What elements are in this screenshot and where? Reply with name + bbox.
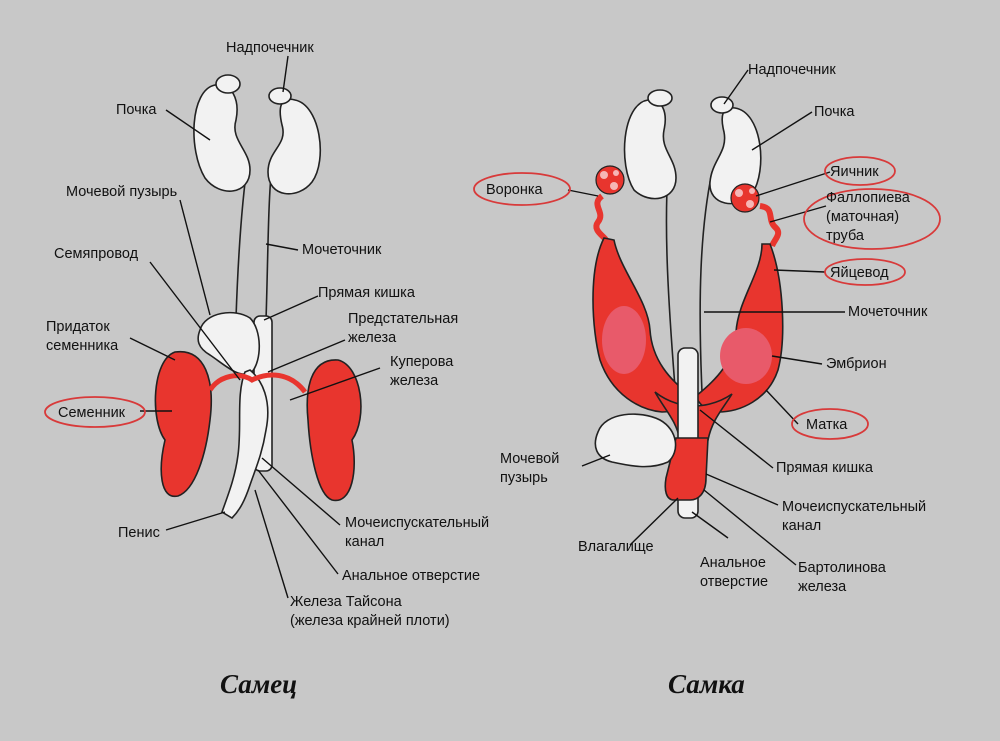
label-male-ureter: Мочеточник	[302, 242, 382, 258]
female-vagina	[664, 437, 709, 501]
label-male-tyson-2: (железа крайней плоти)	[290, 613, 450, 629]
label-female-anus-1: Анальное	[700, 555, 766, 571]
highlight-ring-oviduct	[824, 258, 906, 286]
label-female-urethra-2: канал	[782, 518, 821, 534]
label-male-penis: Пенис	[118, 525, 160, 541]
label-female-bladder-1: Мочевой	[500, 451, 559, 467]
male-kidney-left	[193, 84, 251, 192]
label-female-uterus: Матка	[806, 417, 848, 433]
caption-female: Самка	[668, 669, 745, 699]
label-female-kidney: Почка	[814, 104, 855, 120]
female-uterus-horn-right	[695, 243, 784, 413]
label-male-prostate-2: железа	[348, 330, 397, 346]
highlight-ring-infundibulum	[473, 172, 571, 206]
label-male-epididymis-1: Придаток	[46, 319, 110, 335]
male-adrenal-right	[268, 87, 292, 105]
male-testis-left	[154, 350, 213, 497]
label-male-urethra-1: Мочеиспускательный	[345, 515, 489, 531]
male-figure	[154, 74, 362, 520]
female-kidney-left	[623, 99, 677, 200]
male-leaders	[129, 55, 381, 599]
male-kidney-right	[267, 98, 322, 195]
female-oviduct-right	[759, 203, 782, 248]
label-male-cowper-2: железа	[390, 373, 439, 389]
highlight-ring-testis	[44, 396, 146, 428]
female-figure	[592, 89, 784, 519]
label-female-fallopian-1: Фаллопиева	[826, 190, 911, 206]
female-leaders	[567, 69, 845, 566]
female-oviduct-left	[593, 193, 609, 242]
label-female-infundibulum: Воронка	[486, 182, 544, 198]
male-vas-deferens	[207, 372, 307, 394]
label-female-ovary: Яичник	[830, 164, 879, 180]
label-female-adrenal: Надпочечник	[748, 62, 836, 78]
label-female-oviduct: Яйцевод	[830, 265, 889, 281]
male-testis-right	[306, 359, 362, 502]
female-kidney-right	[709, 107, 762, 205]
female-bladder	[594, 413, 677, 468]
male-penis	[221, 369, 269, 520]
label-male-anus: Анальное отверстие	[342, 568, 480, 584]
label-female-vagina: Влагалище	[578, 539, 654, 555]
female-ovary-left	[595, 165, 625, 195]
highlight-ring-fallopian	[803, 188, 941, 250]
label-male-bladder: Мочевой пузырь	[66, 184, 177, 200]
label-male-prostate-1: Предстательная	[348, 311, 458, 327]
label-male-testis: Семенник	[58, 405, 126, 421]
highlight-ring-ovary	[824, 156, 896, 186]
label-female-bladder-2: пузырь	[500, 470, 548, 486]
caption-male: Самец	[220, 669, 297, 699]
label-female-ureter: Мочеточник	[848, 304, 928, 320]
male-ureter-right	[265, 164, 273, 321]
female-ureter-right	[699, 171, 713, 393]
highlight-ring-uterus	[791, 408, 869, 440]
female-embryo-left	[602, 306, 646, 374]
label-female-fallopian-3: труба	[826, 228, 865, 244]
label-female-urethra-1: Мочеиспускательный	[782, 499, 926, 515]
label-male-cowper-1: Куперова	[390, 354, 454, 370]
label-male-rectum: Прямая кишка	[318, 285, 416, 301]
label-female-fallopian-2: (маточная)	[826, 209, 899, 225]
female-embryo-right	[720, 328, 772, 384]
label-male-kidney: Почка	[116, 102, 157, 118]
label-male-urethra-2: канал	[345, 534, 384, 550]
label-male-tyson-1: Железа Тайсона	[290, 594, 403, 610]
label-male-epididymis-2: семенника	[46, 338, 119, 354]
female-adrenal-right	[710, 96, 734, 114]
label-female-bartholin-1: Бартолинова	[798, 560, 887, 576]
label-male-adrenal: Надпочечник	[226, 40, 314, 56]
female-adrenal-left	[647, 89, 673, 107]
label-female-embryo: Эмбрион	[826, 356, 887, 372]
female-ovary-right	[730, 183, 760, 213]
label-male-vas-deferens: Семяпровод	[54, 246, 139, 262]
label-female-rectum: Прямая кишка	[776, 460, 874, 476]
label-female-anus-2: отверстие	[700, 574, 768, 590]
female-ureter-left	[665, 169, 677, 401]
label-female-bartholin-2: железа	[798, 579, 847, 595]
male-adrenal-left	[215, 74, 241, 94]
